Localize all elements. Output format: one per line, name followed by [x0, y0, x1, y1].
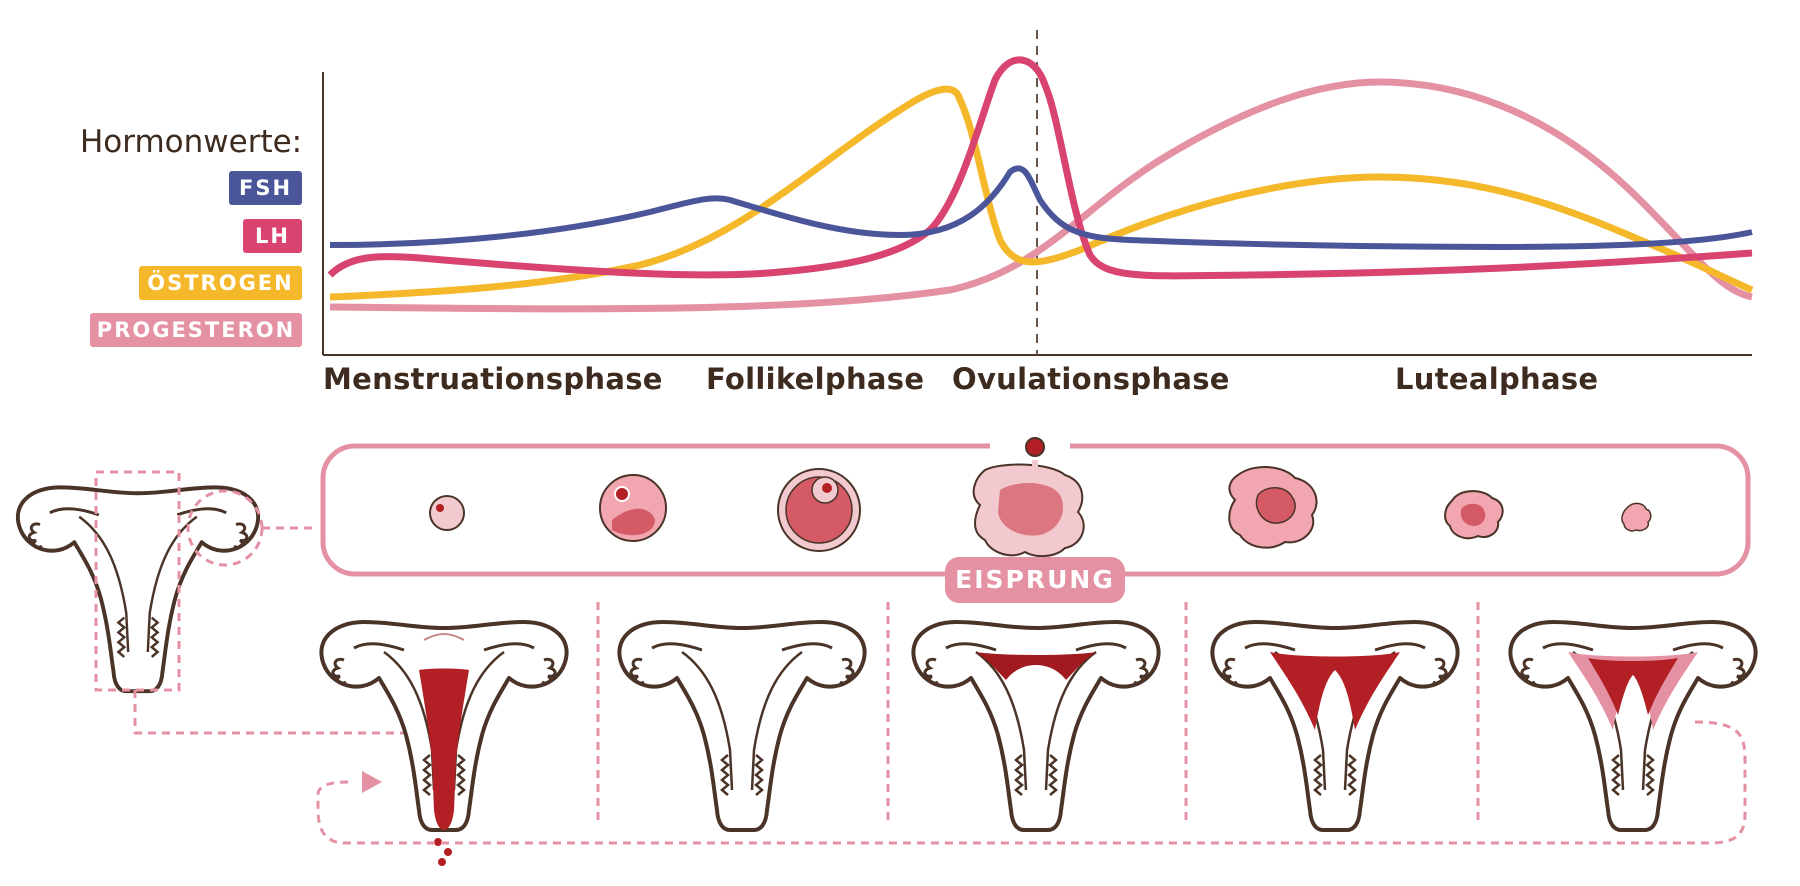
uterus-ovulation: [911, 620, 1161, 832]
cycle-return-arrow: [316, 720, 1747, 845]
ovulation-label: EISPRUNG: [945, 557, 1125, 603]
legend-lh: LH: [243, 219, 302, 253]
uterus-luteal-late: [1508, 620, 1758, 832]
fsh-curve: [329, 165, 1753, 251]
uterus-follikel: [617, 620, 867, 832]
corpus-albicans: [1621, 502, 1652, 532]
egg-cell: [1025, 437, 1045, 457]
phase-ovulation: Ovulationsphase: [952, 362, 1230, 396]
legend-fsh: FSH: [229, 171, 302, 205]
progesteron-curve: [329, 78, 1753, 313]
lh-curve: [327, 56, 1753, 280]
legend-title: Hormonwerte:: [80, 124, 303, 160]
follicle-1: [429, 495, 465, 531]
legend-oestrogen: ÖSTROGEN: [139, 266, 302, 300]
phase-luteal: Lutealphase: [1395, 362, 1599, 396]
legend-progesteron: PROGESTERON: [90, 313, 302, 347]
uterus-highlight-box: [94, 470, 181, 692]
uterus-luteal-early: [1210, 620, 1460, 832]
phase-menstruation: Menstruationsphase: [323, 362, 663, 396]
oestrogen-curve: [329, 85, 1754, 301]
uterus-menstruation: [319, 620, 569, 866]
phase-follikel: Follikelphase: [706, 362, 925, 396]
